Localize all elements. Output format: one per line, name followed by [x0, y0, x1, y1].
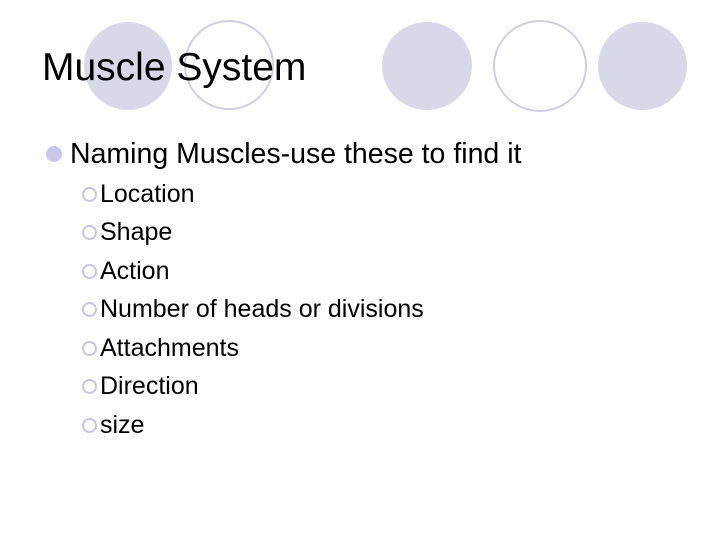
list-item-label: Attachments [100, 333, 239, 362]
ring-bullet-icon [82, 340, 97, 356]
filled-bullet-icon [46, 146, 62, 162]
level1-bullet-item: Naming Muscles-use these to find it [46, 136, 521, 172]
ring-bullet-icon [82, 417, 97, 433]
ring-bullet-icon [82, 263, 97, 279]
list-item: Direction [82, 368, 424, 407]
list-item-label: Direction [100, 372, 199, 401]
ring-bullet-icon [82, 379, 97, 395]
slide-title: Muscle System [42, 46, 307, 89]
decorative-outlined-circle-1 [184, 20, 274, 110]
decorative-filled-circle-2 [382, 22, 472, 110]
list-item-label: Shape [100, 218, 173, 247]
ring-bullet-icon [82, 225, 97, 241]
ring-bullet-icon [82, 302, 97, 318]
list-item: size [82, 406, 424, 445]
ring-bullet-icon [82, 186, 97, 202]
decorative-filled-circle-3 [598, 22, 687, 110]
list-item: Action [82, 252, 424, 291]
list-item-label: Location [100, 179, 195, 208]
level1-bullet-label: Naming Muscles-use these to find it [70, 137, 522, 170]
list-item: Number of heads or divisions [82, 291, 424, 330]
list-item-label: Action [100, 256, 170, 285]
list-item: Location [82, 175, 424, 214]
list-item-label: size [100, 410, 145, 439]
level2-bullet-list: Location Shape Action Number of heads or… [82, 175, 424, 445]
list-item: Attachments [82, 329, 424, 368]
list-item-label: Number of heads or divisions [100, 295, 424, 324]
list-item: Shape [82, 214, 424, 253]
decorative-filled-circle-1 [84, 22, 172, 110]
decorative-outlined-circle-2 [493, 20, 587, 112]
